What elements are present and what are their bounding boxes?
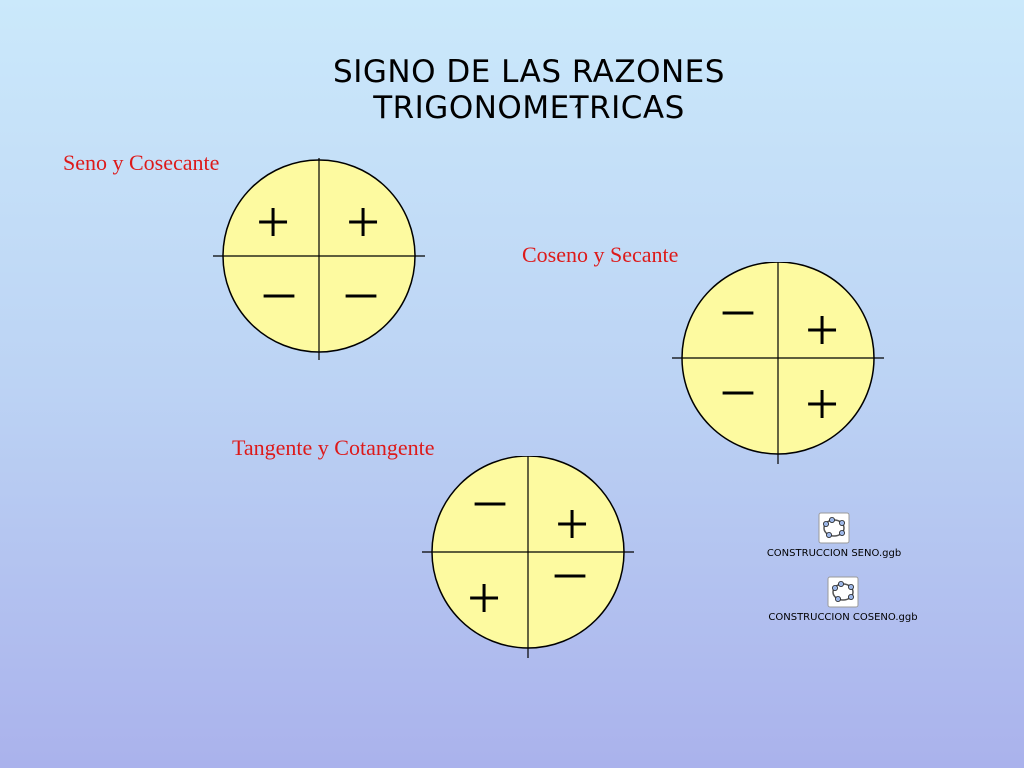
page-title: SIGNO DE LAS RAZONES TRIGONOMETRICAS ´	[0, 54, 1024, 126]
title-line-2: TRIGONOMETRICAS	[373, 90, 685, 126]
quadrant-1-sign: +	[346, 189, 380, 255]
quadrant-1-sign: +	[805, 297, 839, 363]
title-line-1: SIGNO DE LAS RAZONES	[333, 54, 725, 90]
geogebra-file-icon[interactable]	[818, 512, 850, 544]
file-construccion-coseno[interactable]: CONSTRUCCION COSENO.ggb	[743, 576, 943, 623]
diagram-label-seno: Seno y Cosecante	[63, 150, 220, 175]
sign-diagram-coseno: – + – +	[672, 262, 884, 474]
quadrant-2-sign: –	[722, 274, 754, 340]
title-accent: ´	[571, 101, 582, 125]
file-construccion-seno[interactable]: CONSTRUCCION SENO.ggb	[734, 512, 934, 559]
quadrant-4-sign: –	[345, 257, 377, 323]
quadrant-4-sign: +	[805, 371, 839, 437]
quadrant-3-sign: –	[263, 257, 295, 323]
quadrant-4-sign: –	[554, 537, 586, 603]
sign-diagram-seno: + + – –	[213, 150, 425, 362]
quadrant-3-sign: +	[467, 565, 501, 631]
file-name[interactable]: CONSTRUCCION SENO.ggb	[766, 548, 902, 559]
quadrant-2-sign: –	[474, 465, 506, 531]
sign-diagram-tangente: – + + –	[422, 456, 634, 668]
file-name[interactable]: CONSTRUCCION COSENO.ggb	[768, 612, 918, 623]
geogebra-file-icon[interactable]	[827, 576, 859, 608]
quadrant-1-sign: +	[555, 491, 589, 557]
quadrant-2-sign: +	[256, 189, 290, 255]
diagram-label-tangente: Tangente y Cotangente	[232, 435, 435, 460]
diagram-label-coseno: Coseno y Secante	[522, 242, 679, 267]
quadrant-3-sign: –	[722, 354, 754, 420]
